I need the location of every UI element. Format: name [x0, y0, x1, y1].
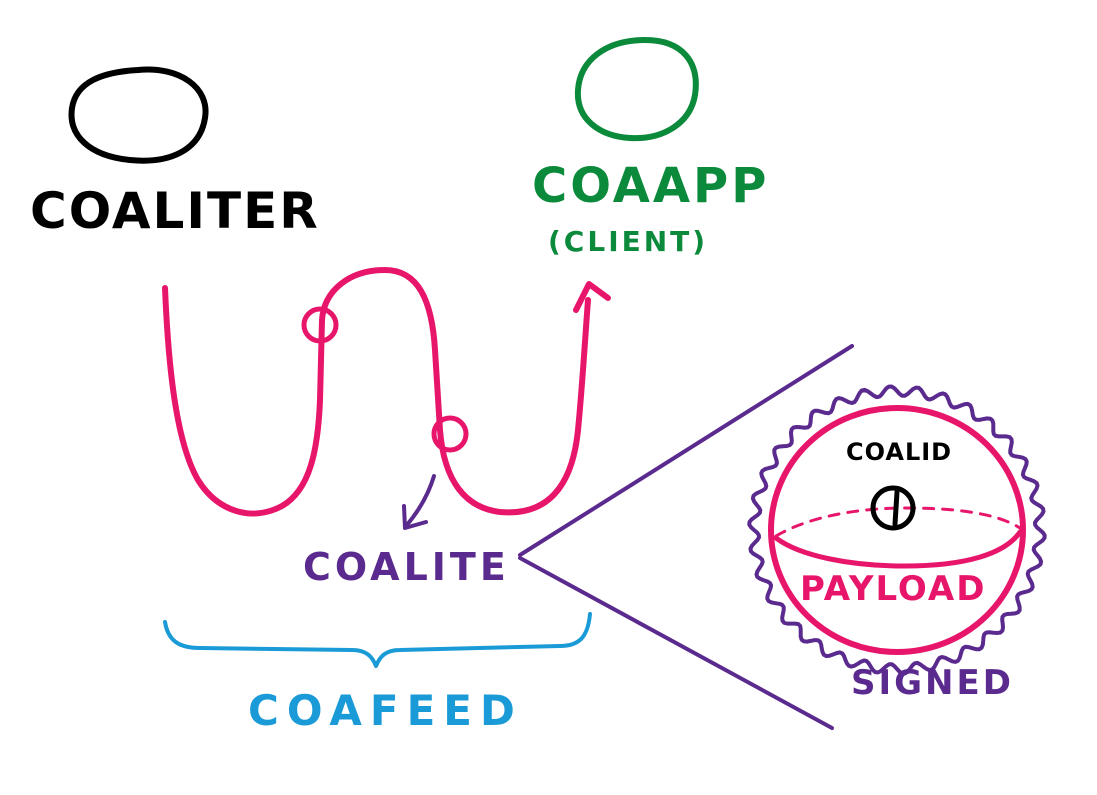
- coaapp-label: COAAPP: [532, 158, 770, 214]
- coaapp-node-circle: [574, 37, 699, 142]
- payload-sphere: [768, 405, 1026, 655]
- coalid-marker-icon: [870, 485, 916, 531]
- payload-sphere-equator-back: [774, 506, 1022, 538]
- payload-label: PAYLOAD: [800, 569, 987, 609]
- payload-sphere-equator-front: [773, 529, 1023, 569]
- coalid-label: COALID: [846, 438, 953, 466]
- client-label: (CLIENT): [548, 225, 709, 258]
- feed-path-curve: [162, 267, 591, 517]
- zoom-cone-upper-line: [518, 344, 854, 557]
- coalite-pointer-arrowhead: [402, 504, 428, 530]
- coaliter-node-circle: [68, 66, 209, 164]
- feed-marker-circle-1: [301, 306, 339, 344]
- zoom-cone-lower-line: [518, 556, 834, 730]
- feed-arrowhead: [573, 281, 611, 313]
- signed-label: SIGNED: [851, 663, 1014, 703]
- coalite-label: COALITE: [303, 545, 510, 589]
- feed-marker-circle-2: [431, 415, 469, 453]
- signed-seal-ring: [747, 384, 1047, 676]
- coafeed-brace: [163, 612, 592, 668]
- coalid-marker-line: [892, 489, 900, 527]
- coafeed-label: COAFEED: [248, 686, 523, 735]
- coaliter-label: COALITER: [30, 182, 320, 240]
- coalite-pointer-arrow: [404, 474, 436, 528]
